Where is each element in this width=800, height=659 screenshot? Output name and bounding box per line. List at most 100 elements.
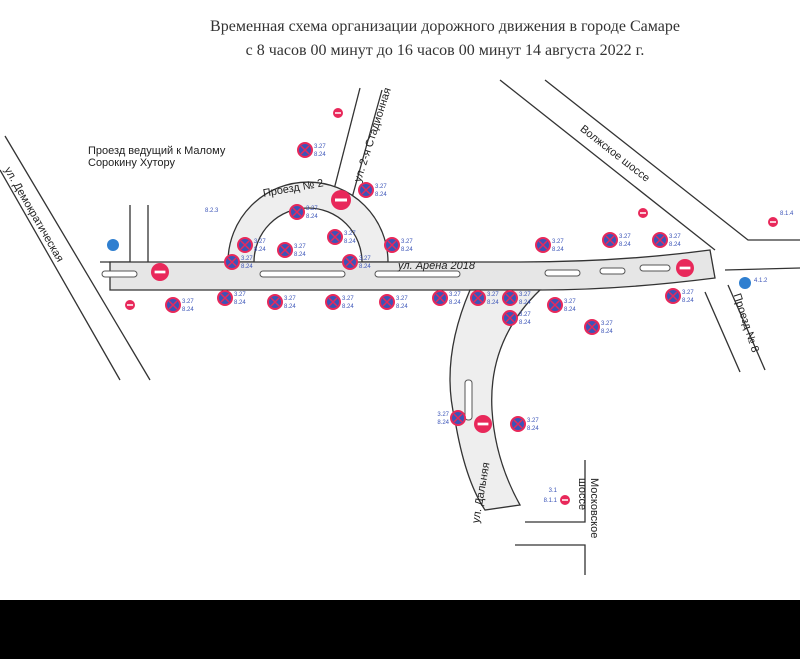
no-entry-bar: [154, 270, 166, 274]
no-stopping-cross: [435, 293, 445, 303]
turn-right-sign-icon: [739, 277, 751, 289]
no-entry-bar: [477, 422, 489, 426]
sign-code-label: 3.27: [669, 234, 681, 240]
sign-code-label: 4.1.2: [754, 278, 768, 284]
sign-code-label: 8.24: [487, 300, 499, 306]
no-stopping-cross: [280, 245, 290, 255]
proezd8-edge: [704, 291, 741, 373]
no-stopping-cross: [587, 322, 597, 332]
sign-code-label: 8.24: [294, 252, 306, 258]
sign-code-label: 3.27: [342, 296, 354, 302]
stadionnaya-edge: [329, 87, 361, 206]
no-stopping-cross: [220, 293, 230, 303]
scheme-title: Временная схема организации дорожного дв…: [210, 18, 680, 35]
volzhskoe-edge: [724, 267, 800, 271]
sign-code-label: 8.24: [254, 247, 266, 253]
volzhskoe-edge: [499, 79, 716, 251]
no-stopping-cross: [270, 297, 280, 307]
no-stopping-cross: [361, 185, 371, 195]
sign-code-label: 8.24: [669, 242, 681, 248]
sign-code-label: 8.24: [375, 192, 387, 198]
no-stopping-cross: [240, 240, 250, 250]
sign-code-label: 8.24: [241, 264, 253, 270]
no-stopping-cross: [505, 313, 515, 323]
sign-code-label: 3.27: [284, 296, 296, 302]
no-stopping-cross: [668, 291, 678, 301]
no-entry-bar: [127, 304, 133, 306]
no-stopping-cross: [330, 232, 340, 242]
no-stopping-cross: [387, 240, 397, 250]
sign-code-label: 8.24: [682, 298, 694, 304]
sign-code-label: 3.27: [519, 292, 531, 298]
sign-code-label: 3.27: [487, 292, 499, 298]
sign-code-label: 8.24: [306, 214, 318, 220]
sign-code-label: 3.27: [552, 239, 564, 245]
sign-code-label: 3.27: [519, 312, 531, 318]
no-entry-bar: [770, 221, 776, 223]
sign-code-label: 3.27: [396, 296, 408, 302]
no-entry-bar: [335, 198, 347, 202]
no-stopping-cross: [655, 235, 665, 245]
sign-code-label: 3.27: [449, 292, 461, 298]
no-stopping-cross: [345, 257, 355, 267]
no-stopping-cross: [227, 257, 237, 267]
sign-code-label: 3.27: [241, 256, 253, 262]
sign-code-label: 8.24: [619, 242, 631, 248]
no-stopping-cross: [550, 300, 560, 310]
sign-code-label: 3.27: [182, 299, 194, 305]
sign-code-label: 3.27: [344, 231, 356, 237]
sign-code-label: 8.1.4: [780, 211, 794, 217]
sign-code-label: 8.24: [314, 152, 326, 158]
proezd8-edge: [727, 284, 766, 371]
no-entry-bar: [562, 499, 568, 501]
sign-code-label: 8.24: [519, 320, 531, 326]
stadionnaya-edge: [349, 89, 383, 206]
no-stopping-cross: [300, 145, 310, 155]
no-stopping-cross: [473, 293, 483, 303]
sign-code-label: 3.27: [359, 256, 371, 262]
traffic-signs: 3.278.243.278.243.278.243.278.243.278.24…: [107, 108, 794, 505]
sign-code-label: 8.24: [449, 300, 461, 306]
label-proezd-hutor: Проезд ведущий к Малому Сорокину Хутору: [88, 145, 226, 169]
sign-code-label: 8.24: [552, 247, 564, 253]
sign-code-label: 3.27: [619, 234, 631, 240]
no-stopping-cross: [453, 413, 463, 423]
scheme-date: с 8 часов 00 минут до 16 часов 00 минут …: [245, 42, 645, 59]
demokraticheskaya-edge: [0, 169, 121, 381]
lane-markings: [101, 264, 671, 421]
no-stopping-cross: [505, 293, 515, 303]
sign-code-label: 8.24: [344, 239, 356, 245]
no-entry-bar: [335, 112, 341, 114]
sign-code-label: 8.2.3: [205, 208, 219, 214]
sign-code-label: 8.24: [182, 307, 194, 313]
moskovskoe-edge: [515, 544, 586, 575]
no-entry-bar: [640, 212, 646, 214]
sign-code-label: 8.24: [359, 264, 371, 270]
sign-code-label: 3.27: [254, 239, 266, 245]
volzhskoe-edge: [544, 79, 800, 241]
sign-code-label: 8.24: [527, 426, 539, 432]
sign-code-label: 3.1: [549, 488, 558, 494]
sign-code-label: 8.24: [284, 304, 296, 310]
sign-code-label: 8.24: [519, 300, 531, 306]
sign-code-label: 3.27: [234, 292, 246, 298]
side-road: [100, 205, 131, 263]
no-stopping-cross: [538, 240, 548, 250]
sign-code-label: 3.27: [294, 244, 306, 250]
label-moskovskoe: Московское шоссе: [576, 478, 600, 539]
moskovskoe-edge: [525, 460, 586, 523]
arena-road: [109, 249, 716, 291]
sign-code-label: 8.24: [234, 300, 246, 306]
sign-code-label: 3.27: [564, 299, 576, 305]
dalnyaya-road: [449, 289, 542, 511]
bottom-black-band: [0, 600, 800, 659]
sign-code-label: 3.27: [601, 321, 613, 327]
sign-code-label: 3.27: [314, 144, 326, 150]
no-stopping-cross: [292, 207, 302, 217]
sign-code-label: 8.24: [437, 420, 449, 426]
label-arena: ул. Арена 2018: [398, 260, 475, 272]
no-entry-bar: [679, 266, 691, 270]
sign-code-label: 3.27: [306, 206, 318, 212]
sign-code-label: 8.24: [396, 304, 408, 310]
